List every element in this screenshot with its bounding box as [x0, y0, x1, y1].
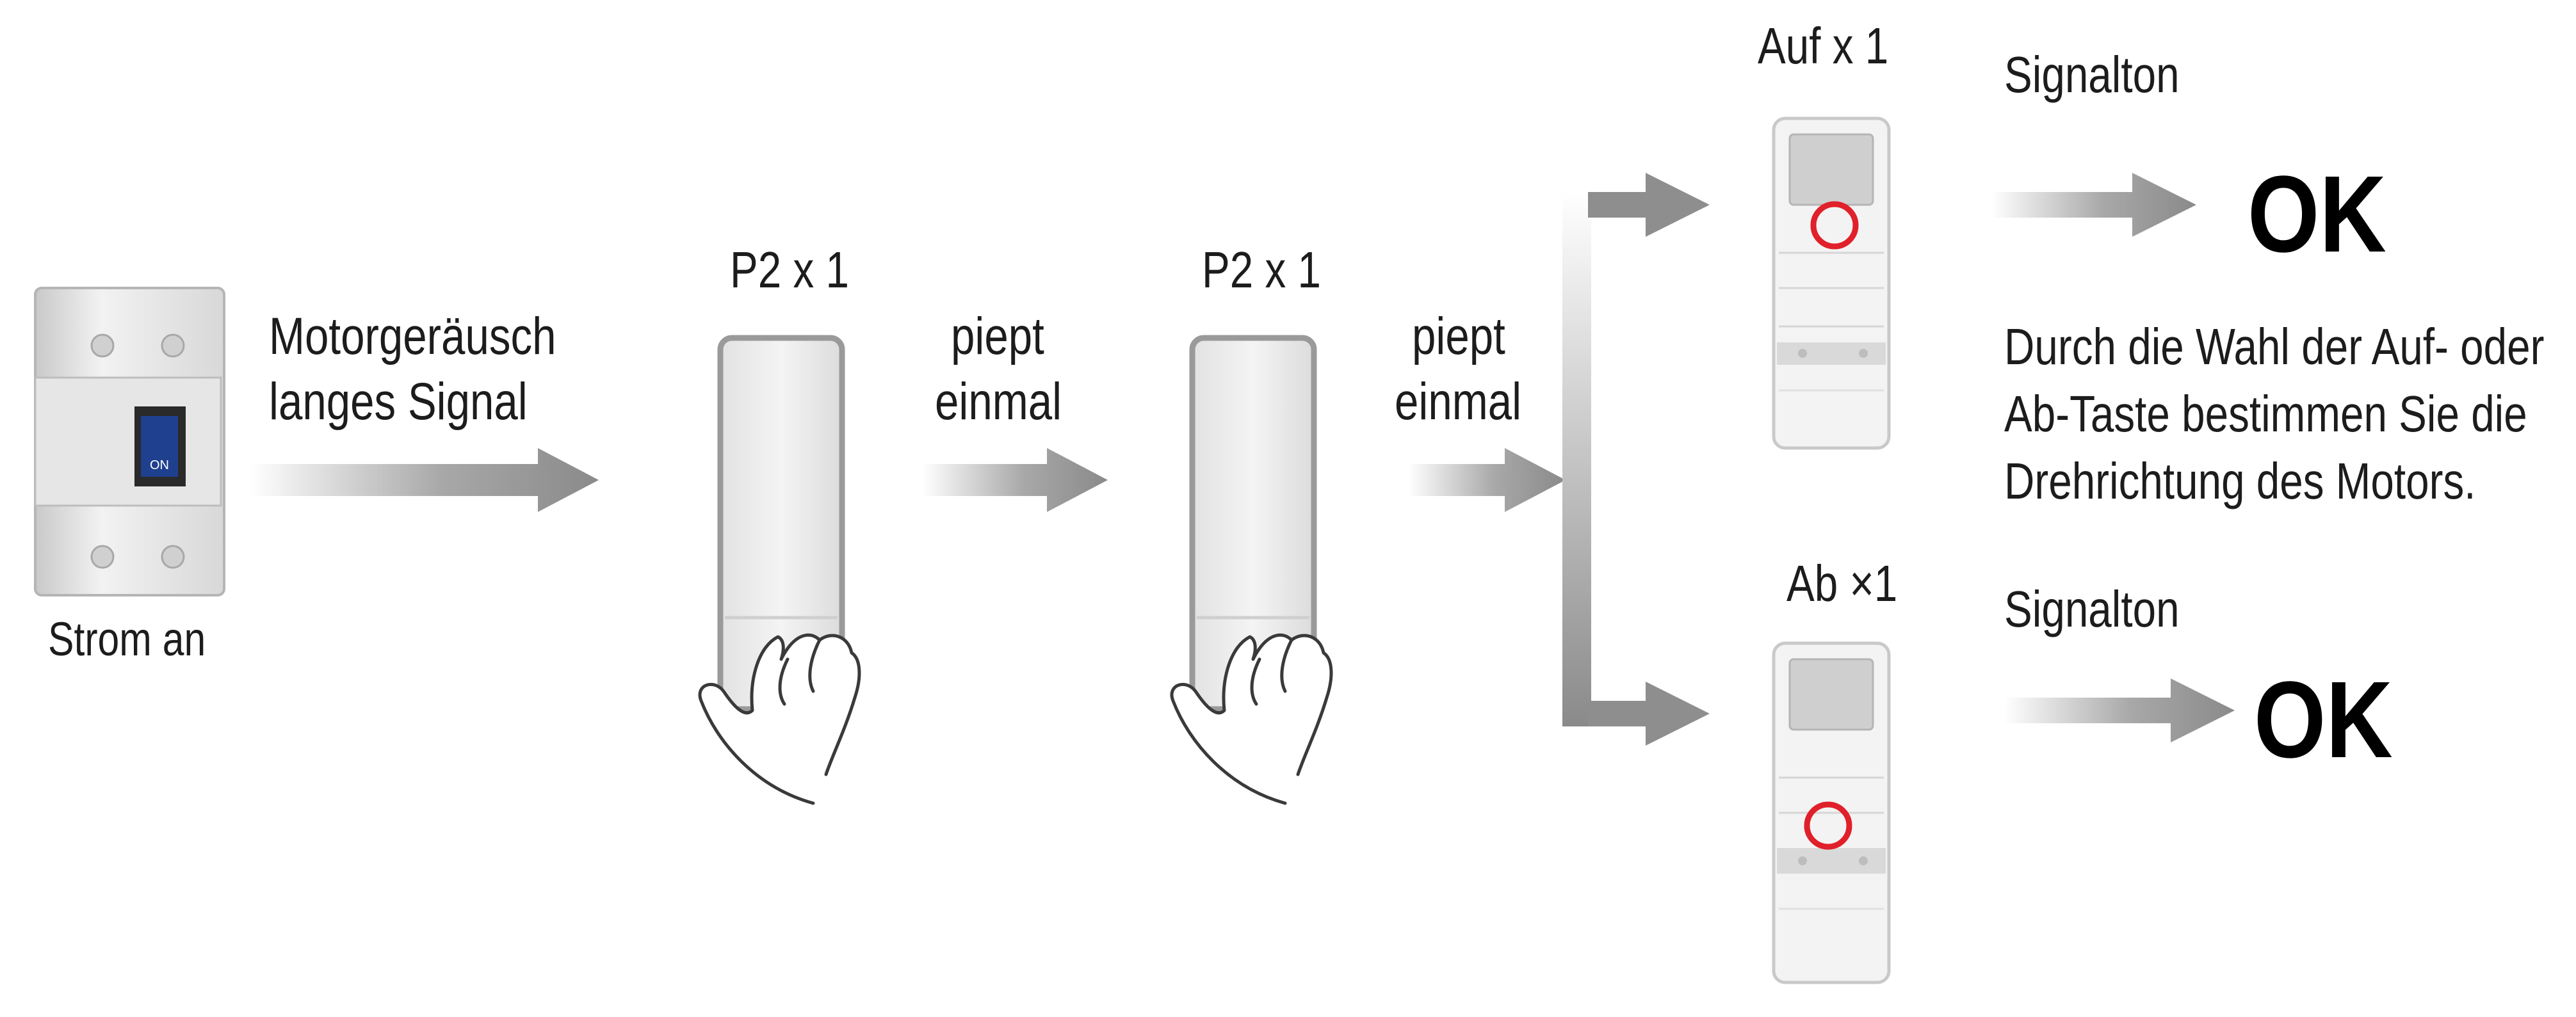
- remote-icon: [717, 335, 845, 712]
- arrow-icon: [1588, 173, 1710, 237]
- direction-description-line2: Ab-Taste bestimmen Sie die: [2004, 385, 2527, 442]
- arrow-icon: [922, 448, 1108, 512]
- strom-an-label: Strom an: [48, 613, 206, 666]
- arrow-icon: [250, 448, 599, 512]
- beep-once-label-line1: piept: [1412, 307, 1505, 365]
- p2-press-label: P2 x 1: [1202, 241, 1321, 298]
- motor-sound-label-line1: Motorgeräusch: [269, 307, 556, 365]
- direction-description-line3: Drehrichtung des Motors.: [2004, 452, 2476, 509]
- remote-icon: [1772, 641, 1891, 984]
- ok-label: OK: [2248, 154, 2386, 275]
- down-press-label: Ab ×1: [1786, 555, 1898, 612]
- hand-icon: [1170, 633, 1333, 805]
- arrow-icon: [1588, 682, 1710, 746]
- switch-on-label: ON: [150, 458, 169, 472]
- beep-once-label-line2: einmal: [1395, 372, 1522, 431]
- arrow-icon: [1409, 448, 1566, 512]
- direction-description-line1: Durch die Wahl der Auf- oder: [2004, 318, 2545, 375]
- up-press-label: Auf x 1: [1758, 17, 1889, 74]
- down-button-highlight: [1804, 801, 1852, 850]
- arrow-icon: [1991, 173, 2196, 237]
- beep-once-label-line1: piept: [951, 307, 1044, 365]
- arrow-icon: [2004, 678, 2235, 742]
- up-button-highlight: [1810, 201, 1859, 250]
- hand-icon: [698, 633, 861, 805]
- beep-once-label-line2: einmal: [935, 372, 1062, 431]
- circuit-breaker-icon: ON: [34, 287, 225, 597]
- remote-icon: [1772, 116, 1891, 450]
- signal-tone-label: Signalton: [2004, 46, 2180, 103]
- branch-connector: [1562, 192, 1591, 726]
- motor-sound-label-line2: langes Signal: [269, 372, 528, 431]
- p2-press-label: P2 x 1: [730, 241, 849, 298]
- signal-tone-label: Signalton: [2004, 581, 2180, 637]
- ok-label: OK: [2254, 659, 2393, 781]
